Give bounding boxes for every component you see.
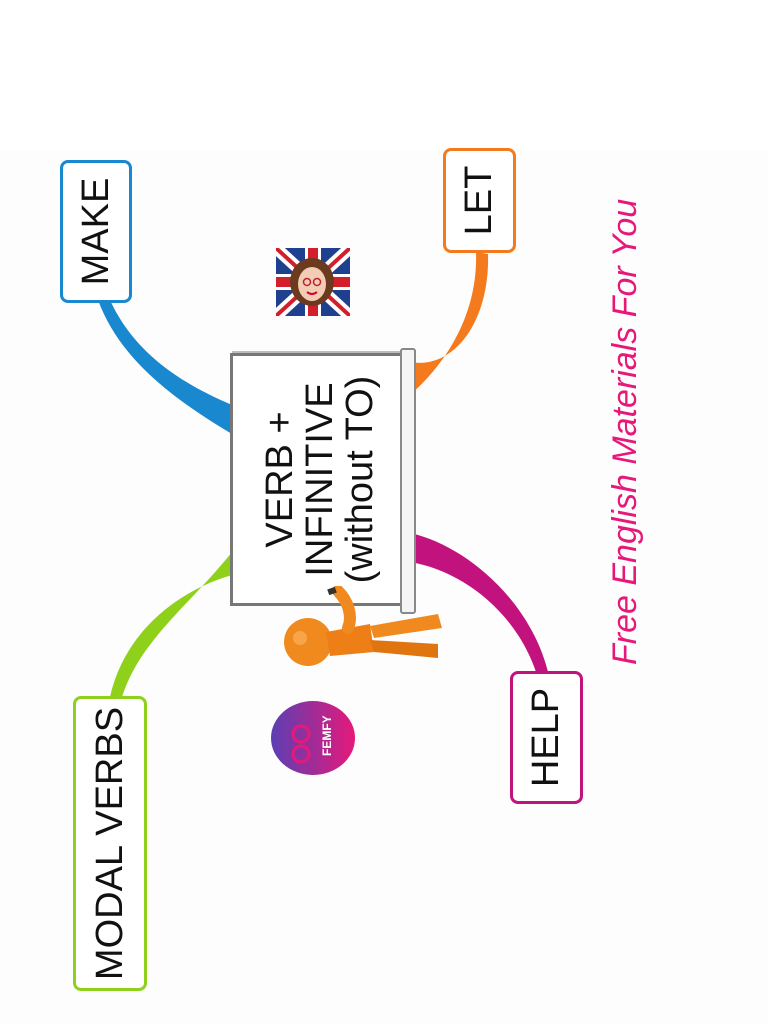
branch-label-let: LET [458,165,500,236]
branch-node-make: MAKE [60,160,132,303]
branch-node-modal-verbs: MODAL VERBS [73,696,147,991]
uk-flag-teacher-avatar-icon [276,248,350,316]
branch-line-help [410,533,548,672]
orange-person-pointing-icon [284,586,442,666]
central-topic: VERB + INFINITIVE (without TO) [230,353,410,606]
branch-label-modal-verbs: MODAL VERBS [88,706,131,981]
central-topic-line3: (without TO) [339,375,381,584]
central-topic-roller [400,348,416,614]
branch-label-make: MAKE [74,177,117,286]
branch-line-modal [110,552,232,697]
branch-line-make [98,300,232,434]
central-topic-line1: VERB + [259,411,301,548]
femfy-logo-icon: FEMFY [271,701,355,775]
branch-line-let [410,252,489,395]
central-topic-line2: INFINITIVE [299,382,341,577]
tagline: Free English Materials For You [606,198,644,665]
femfy-logo-text: FEMFY [320,715,334,756]
branch-node-help: HELP [510,671,583,804]
branch-node-let: LET [443,148,516,253]
branch-label-help: HELP [525,687,567,788]
